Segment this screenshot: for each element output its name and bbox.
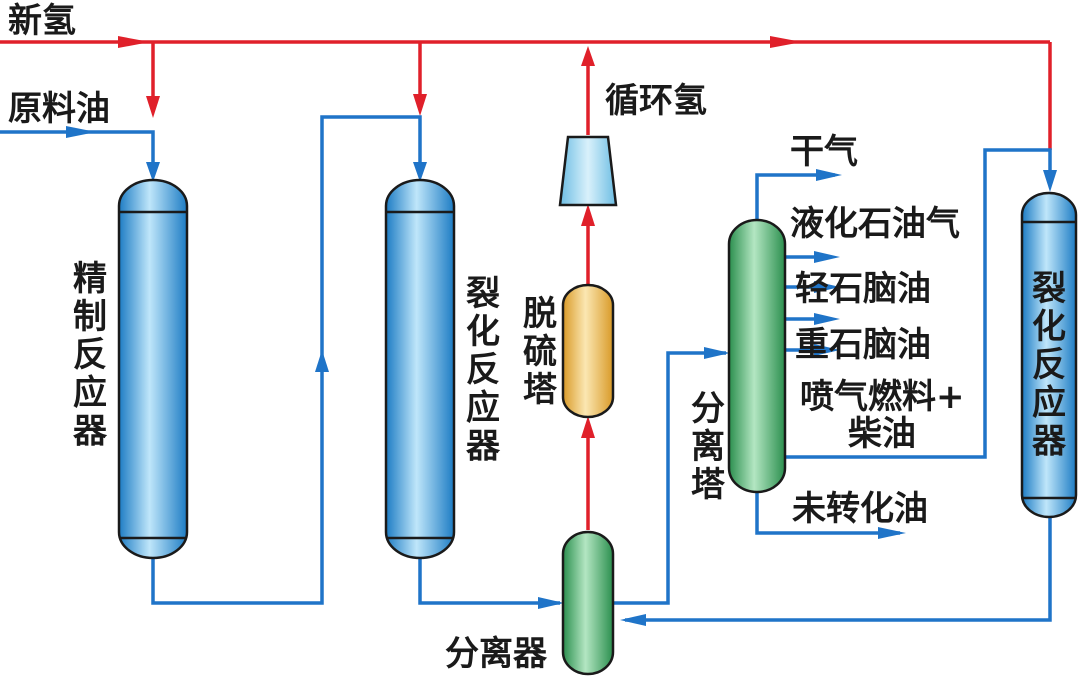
hydrogen-arrow-1 [118,36,150,48]
cracking-feed-arrow [413,162,427,182]
cracking-reactor-1-vessel [384,178,456,560]
cracking-reactor-2-label: 裂化反应器 [1032,269,1067,461]
fresh-hydrogen-label: 新氢 [8,1,76,41]
recycle-hydrogen-label: 循环氢 [605,81,707,121]
unconverted-oil-line [755,490,900,535]
fractionator-vessel [727,218,787,494]
separator-vessel [561,530,615,676]
light-naphtha-label: 轻石脑油 [795,269,931,309]
refining-to-cracking-line [151,115,422,605]
hydrogen-arrow-down-1 [146,96,160,118]
reactor2-return-line [625,518,1052,622]
hydrogen-arrow-up-2 [581,204,595,226]
diesel-to-reactor2-line [783,148,1052,459]
compressor-icon [558,135,618,207]
cracking-reactor-2-vessel [1020,191,1078,519]
reactor2-inlet-arrow [1043,170,1057,192]
separator-label: 分离器 [445,634,548,674]
dry-gas-line [755,173,835,222]
separator-inlet-arrow [538,597,564,609]
feed-oil-label: 原料油 [8,89,110,129]
cracking-reactor-1-label: 裂化反应器 [466,274,501,466]
separator-to-fractionator-line [612,351,726,605]
hydrogen-lines [0,36,1052,530]
return-arrow [620,614,646,626]
jet-fuel-arrow [814,344,840,356]
heavy-naphtha-arrow [814,313,840,325]
hydrogen-arrow-2 [770,36,802,48]
fractionator-inlet-arrow [704,347,730,359]
light-naphtha-arrow [814,281,840,293]
fractionator-label: 分离塔 [691,389,726,505]
lpg-arrow [814,251,840,263]
dry-gas-arrow [816,169,842,181]
feed-oil-line [0,130,155,176]
heavy-naphtha-label: 重石脑油 [795,325,931,365]
hydrogen-arrow-up-1 [581,416,595,438]
up-arrow-transfer [315,350,329,372]
dry-gas-label: 干气 [790,132,858,172]
lpg-label: 液化石油气 [790,204,960,244]
feed-arrow [66,126,96,138]
desulfurization-tower-vessel [561,283,615,419]
jet-fuel-label-line1: 喷气燃料+ [800,377,965,417]
unconverted-oil-arrow [878,527,906,539]
jet-fuel-label-line2: 柴油 [848,414,916,454]
hydrogen-arrow-down-2 [413,94,427,116]
desulfurization-tower-label: 脱硫塔 [523,294,558,410]
refining-reactor-vessel [117,178,189,560]
hydrogen-arrow-up-3 [581,46,595,66]
feed-arrow-down [146,162,160,182]
cracking-to-separator-line [418,556,560,605]
refining-reactor-label: 精制反应器 [73,259,108,451]
oil-lines [0,115,1057,626]
unconverted-oil-label: 未转化油 [792,489,928,529]
